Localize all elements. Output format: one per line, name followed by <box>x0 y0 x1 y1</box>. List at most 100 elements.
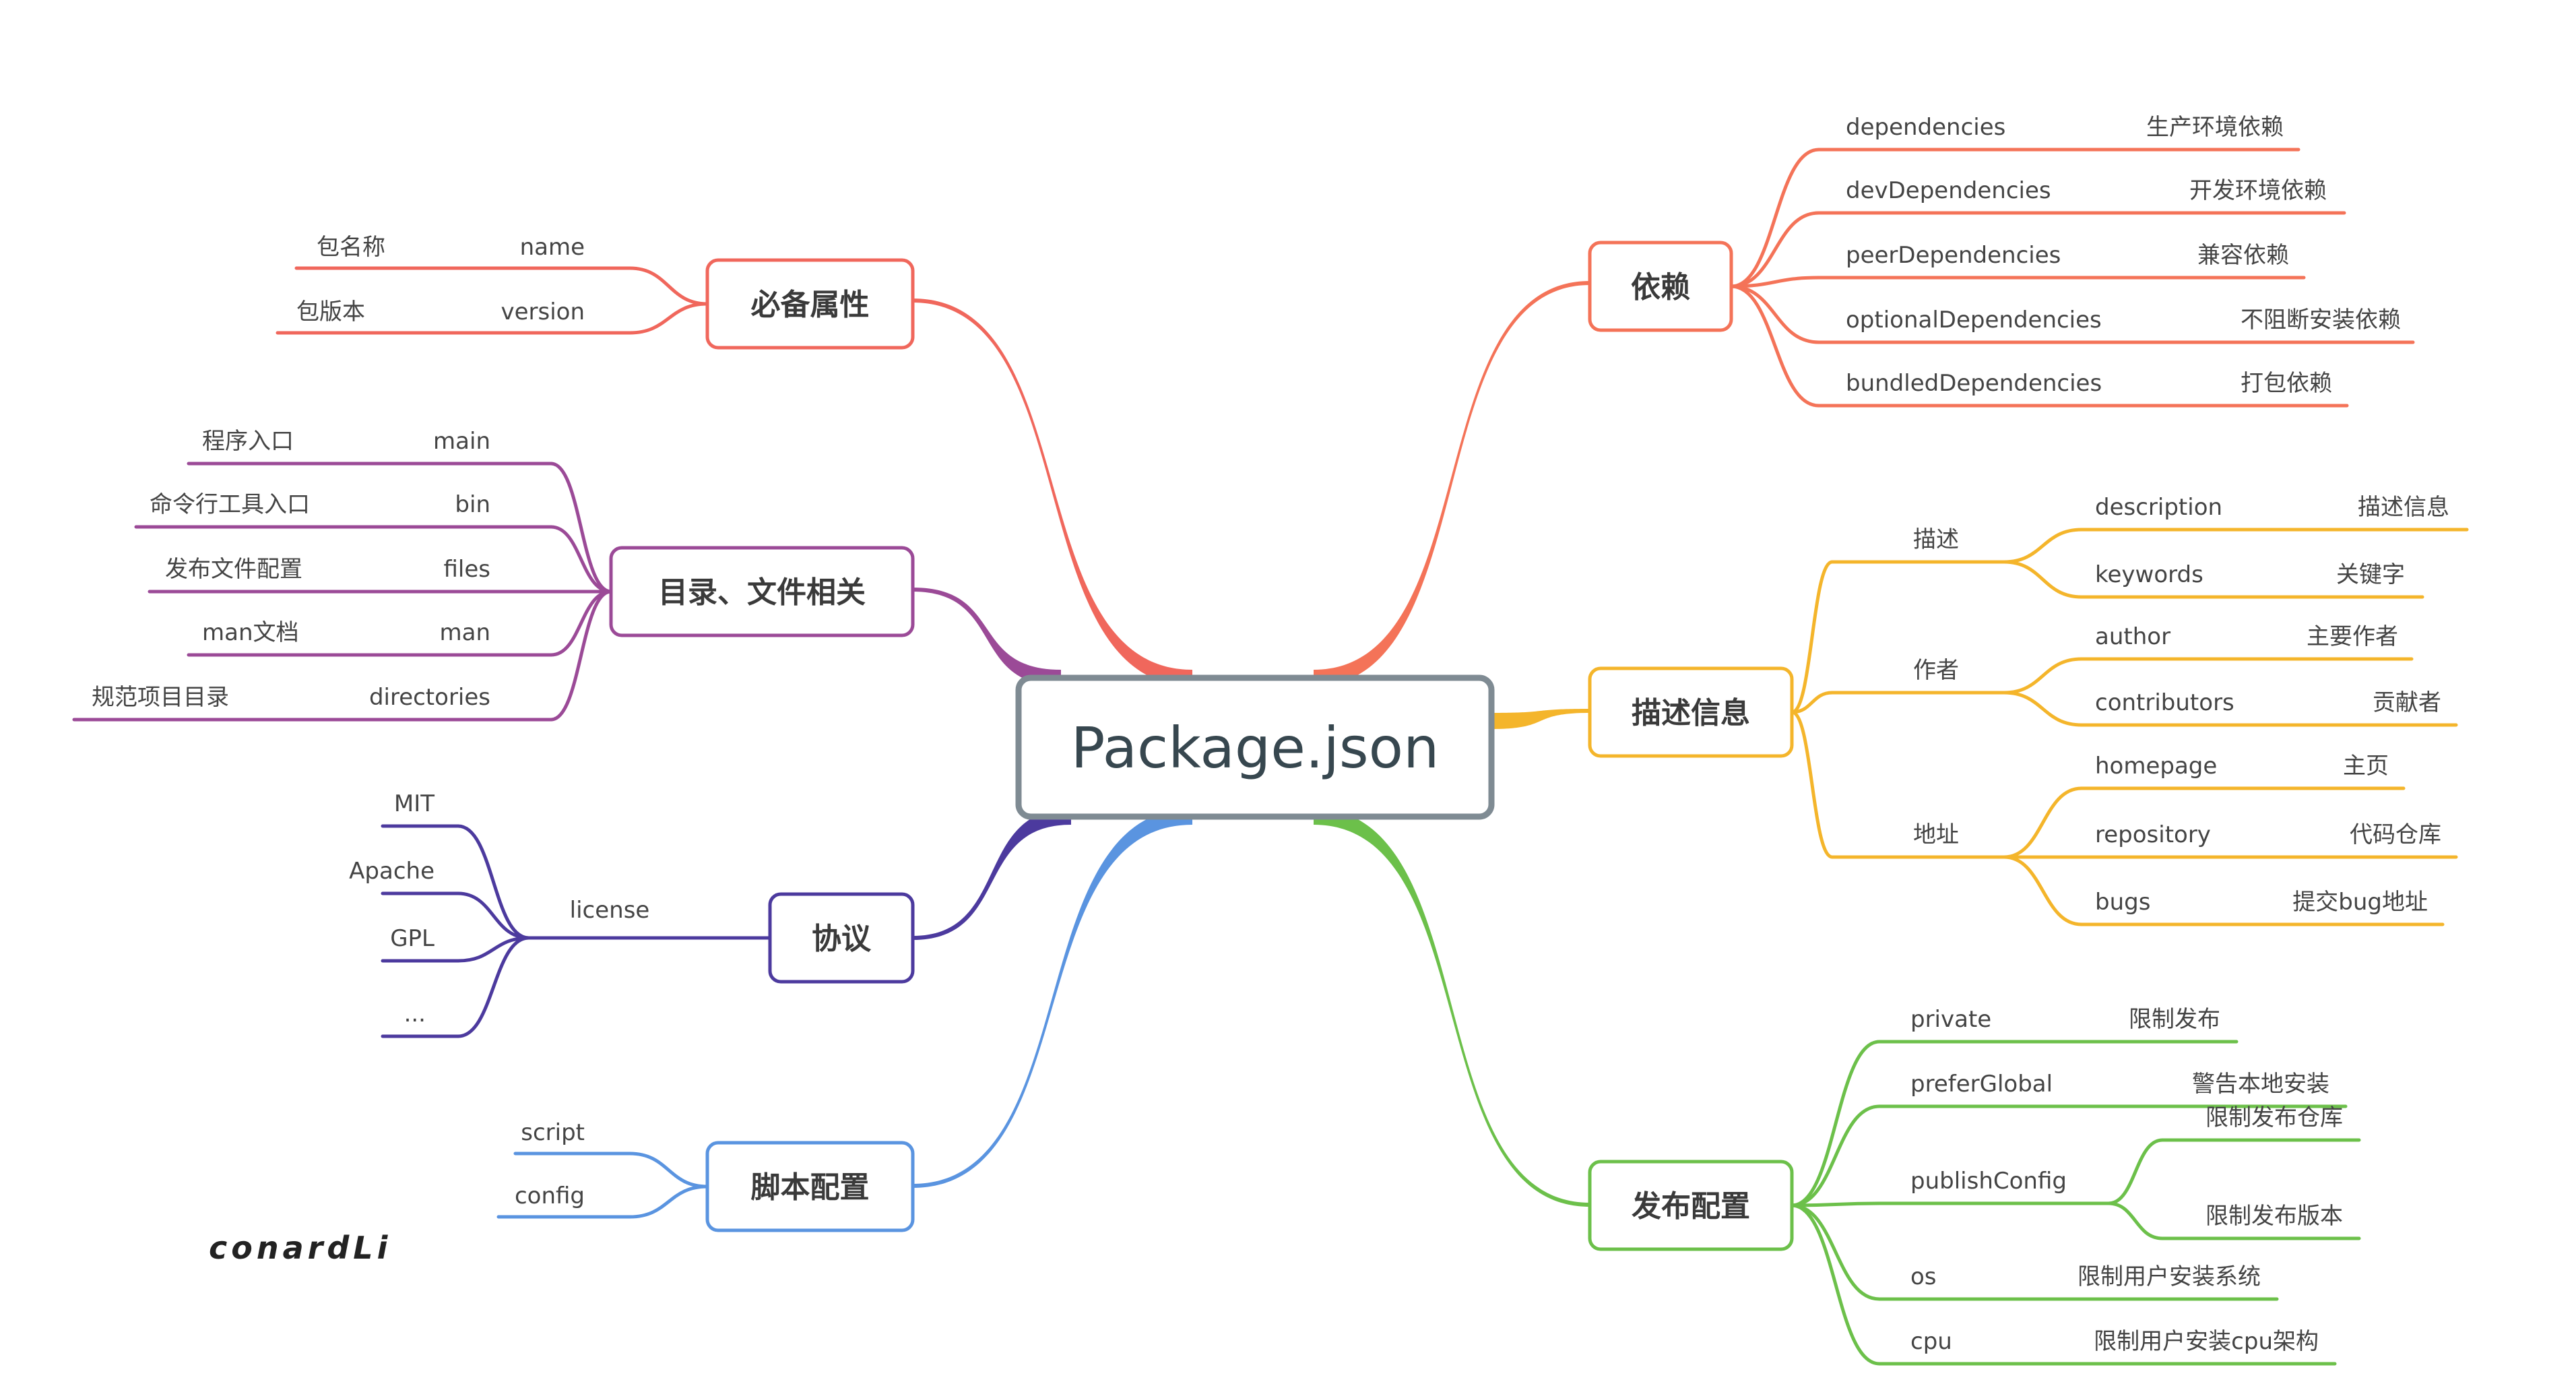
branch-directory-node-label: 目录、文件相关 <box>658 575 866 610</box>
nodes: Package.json 必备属性 包名称 name 包版本 version 目录、文件相关… <box>92 114 2449 1355</box>
desc-item-key-1-1: contributors <box>2095 689 2234 716</box>
directory-connector-0 <box>549 462 613 594</box>
branch-desc-connector <box>1491 709 1590 729</box>
deps-connector-3 <box>1729 284 1821 344</box>
author-signature: conardLi <box>209 1230 391 1266</box>
desc-item-connector-0-1 <box>2002 560 2084 599</box>
branch-script-node <box>705 1141 915 1232</box>
license-connector-3 <box>456 936 531 1038</box>
required-connector-1 <box>628 302 709 335</box>
license-key-label: license <box>570 897 650 924</box>
desc-item-cn-0-0: 描述信息 <box>2358 494 2449 521</box>
script-connector-0 <box>628 1152 709 1189</box>
desc-group-label-2: 地址 <box>1913 821 1959 848</box>
publish-item-key-2: publishConfig <box>1910 1168 2067 1195</box>
desc-item-key-2-0: homepage <box>2095 753 2217 780</box>
branch-license-node <box>768 892 915 984</box>
desc-item-cn-2-1: 代码仓库 <box>2350 821 2441 848</box>
branch-required-node <box>705 258 915 350</box>
deps-connector-2 <box>1729 276 1821 288</box>
desc-item-key-2-2: bugs <box>2095 889 2150 916</box>
desc-item-connector-0-0 <box>2002 528 2084 564</box>
directory-item-key-2: files <box>444 556 491 583</box>
desc-item-connector-1-0 <box>2002 657 2084 695</box>
license-connector-0 <box>456 824 531 940</box>
deps-item-cn-3: 不阻断安装依赖 <box>2241 307 2401 334</box>
required-item-cn-0: 包名称 <box>317 234 385 261</box>
connectors <box>72 148 2469 1366</box>
branch-desc-node-label: 描述信息 <box>1632 696 1750 730</box>
branch-publish-node-label: 发布配置 <box>1632 1189 1750 1224</box>
desc-item-key-2-1: repository <box>2095 821 2211 848</box>
publish-connector-1 <box>1790 1104 1881 1207</box>
directory-item-cn-3: man文档 <box>202 619 299 646</box>
branch-publish-node <box>1588 1160 1794 1251</box>
desc-item-cn-2-0: 主页 <box>2343 753 2389 780</box>
branch-script-connector <box>913 809 1192 1188</box>
license-item-3: ... <box>404 1001 426 1028</box>
directory-item-key-0: main <box>433 428 490 455</box>
publish-item-cn-3: 限制用户安装系统 <box>2078 1263 2261 1290</box>
deps-item-cn-1: 开发环境依赖 <box>2189 177 2327 204</box>
license-connector-2 <box>456 936 531 963</box>
desc-item-cn-1-1: 贡献者 <box>2373 689 2441 716</box>
publish-connector-0 <box>1790 1040 1881 1207</box>
branch-desc-node <box>1588 666 1794 758</box>
script-item-0: script <box>521 1119 585 1146</box>
directory-item-key-1: bin <box>455 491 490 518</box>
deps-item-key-4: bundledDependencies <box>1846 370 2102 397</box>
desc-item-cn-2-2: 提交bug地址 <box>2292 889 2428 916</box>
publish-item-cn-1: 警告本地安装 <box>2192 1071 2329 1098</box>
required-item-key-1: version <box>501 298 585 325</box>
publish-item-key-1: preferGlobal <box>1910 1071 2053 1098</box>
directory-item-cn-0: 程序入口 <box>202 428 294 455</box>
desc-item-key-0-0: description <box>2095 494 2222 521</box>
deps-item-key-0: dependencies <box>1846 114 2005 141</box>
deps-connector-4 <box>1729 284 1821 408</box>
deps-item-key-1: devDependencies <box>1846 177 2051 204</box>
branch-publish-connector <box>1314 809 1590 1207</box>
directory-item-cn-4: 规范项目目录 <box>92 684 229 711</box>
publish-sub-connector-0 <box>2106 1138 2164 1205</box>
root-node <box>1015 674 1495 820</box>
publish-connector-3 <box>1790 1203 1881 1301</box>
publish-sub-item-0: 限制发布仓库 <box>2205 1104 2343 1131</box>
root-node-label: Package.json <box>1071 715 1440 781</box>
desc-item-cn-1-0: 主要作者 <box>2307 623 2398 650</box>
directory-item-cn-2: 发布文件配置 <box>165 556 302 583</box>
deps-item-cn-4: 打包依赖 <box>2241 370 2332 397</box>
directory-connector-4 <box>549 590 613 722</box>
desc-item-key-0-1: keywords <box>2095 561 2203 588</box>
branch-required-node-label: 必备属性 <box>751 288 870 322</box>
branch-directory-node <box>609 546 915 637</box>
branch-license-node-label: 协议 <box>812 922 872 956</box>
publish-item-cn-0: 限制发布 <box>2129 1006 2220 1033</box>
deps-item-key-3: optionalDependencies <box>1846 307 2102 334</box>
license-item-2: GPL <box>390 925 434 952</box>
required-item-key-0: name <box>520 234 585 261</box>
license-item-1: Apache <box>349 858 434 885</box>
branch-deps-node-label: 依赖 <box>1631 270 1690 305</box>
license-connector-1 <box>456 891 531 940</box>
directory-item-key-3: man <box>439 619 490 646</box>
script-item-1: config <box>515 1182 585 1209</box>
deps-connector-0 <box>1729 148 1821 288</box>
publish-item-key-3: os <box>1910 1263 1937 1290</box>
publish-item-cn-4: 限制用户安装cpu架构 <box>2094 1328 2319 1355</box>
desc-item-key-1-0: author <box>2095 623 2170 650</box>
desc-item-connector-2-2 <box>2002 855 2084 926</box>
required-item-cn-1: 包版本 <box>296 298 365 325</box>
desc-item-connector-1-1 <box>2002 691 2084 727</box>
desc-group-connector-1 <box>1790 691 1834 714</box>
branch-deps-node <box>1588 241 1733 332</box>
deps-item-key-2: peerDependencies <box>1846 242 2061 269</box>
directory-item-key-4: directories <box>369 684 490 711</box>
publish-item-key-0: private <box>1910 1006 1991 1033</box>
script-connector-1 <box>628 1185 709 1219</box>
branch-script-node-label: 脚本配置 <box>751 1170 870 1205</box>
directory-connector-1 <box>549 525 613 594</box>
deps-connector-1 <box>1729 211 1821 288</box>
directory-item-cn-1: 命令行工具入口 <box>150 491 310 518</box>
desc-group-label-0: 描述 <box>1913 526 1959 553</box>
